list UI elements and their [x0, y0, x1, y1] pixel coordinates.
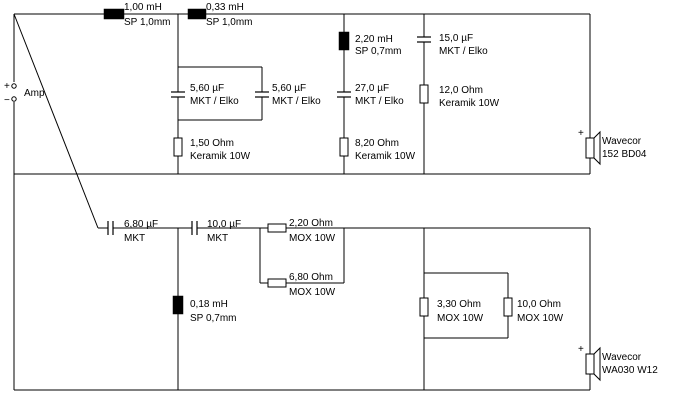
amp-minus-sign: − [4, 95, 10, 106]
inductor-l2[interactable] [187, 8, 207, 20]
c3-type: MKT / Elko [355, 96, 404, 107]
woofer-r4-type: MOX 10W [517, 313, 564, 324]
r1-value: 1,50 Ohm [190, 138, 234, 149]
resistor-r3[interactable] [419, 84, 429, 104]
l1-value: 1,00 mH [124, 2, 162, 13]
resistor-woofer-r4[interactable] [503, 297, 513, 317]
woofer-r1-type: MOX 10W [289, 233, 336, 244]
amp-minus-terminal[interactable] [11, 96, 17, 102]
woofer-c2-type: MKT [207, 233, 228, 244]
resistor-woofer-r3[interactable] [419, 297, 429, 317]
woofer-r4-value: 10,0 Ohm [517, 299, 561, 310]
inductor-l1[interactable] [103, 8, 125, 20]
c4-value: 15,0 µF [439, 33, 473, 44]
woofer-c2-value: 10,0 µF [207, 219, 241, 230]
woofer-c1-value: 6,80 µF [124, 219, 158, 230]
l2-type: SP 1,0mm [206, 17, 253, 28]
resistor-woofer-r2[interactable] [267, 278, 287, 288]
c2-value: 5,60 µF [272, 83, 306, 94]
woofer-r2-type: MOX 10W [289, 287, 336, 298]
r1-type: Keramik 10W [190, 151, 251, 162]
amp-label: Amp [24, 88, 45, 99]
woofer-section: 6,80 µF MKT 10,0 µF MKT 2,20 Ohm MOX 10W… [13, 13, 658, 391]
resistor-r2[interactable] [339, 137, 349, 157]
c1-type: MKT / Elko [190, 96, 239, 107]
r2-value: 8,20 Ohm [355, 138, 399, 149]
inductor-woofer-l1[interactable] [172, 295, 184, 315]
woofer-model: WA030 W12 [602, 365, 658, 376]
woofer-l1-value: 0,18 mH [190, 299, 228, 310]
c3-value: 27,0 µF [355, 83, 389, 94]
woofer-brand: Wavecor [602, 352, 642, 363]
woofer-plus-sign: + [578, 344, 584, 355]
speaker-icon-woofer [585, 346, 601, 382]
l3-type: SP 0,7mm [355, 46, 402, 57]
r2-type: Keramik 10W [355, 151, 416, 162]
woofer-r1-value: 2,20 Ohm [289, 218, 333, 229]
resistor-r1[interactable] [173, 137, 183, 157]
l3-value: 2,20 mH [355, 34, 393, 45]
amp-input: + − Amp [4, 14, 45, 390]
r3-value: 12,0 Ohm [439, 85, 483, 96]
woofer-l1-type: SP 0,7mm [190, 313, 237, 324]
tweeter-brand: Wavecor [602, 136, 642, 147]
tweeter-plus-sign: + [578, 128, 584, 139]
woofer-r2-value: 6,80 Ohm [289, 272, 333, 283]
c1-value: 5,60 µF [190, 83, 224, 94]
r3-type: Keramik 10W [439, 98, 500, 109]
l2-value: 0,33 mH [206, 2, 244, 13]
woofer-r3-type: MOX 10W [437, 313, 484, 324]
amp-plus-terminal[interactable] [11, 83, 17, 89]
tweeter-section: 1,00 mH SP 1,0mm 0,33 mH SP 1,0mm 5,60 µ… [14, 2, 647, 175]
amp-plus-sign: + [4, 81, 10, 92]
woofer-r3-value: 3,30 Ohm [437, 299, 481, 310]
l1-type: SP 1,0mm [124, 17, 171, 28]
resistor-woofer-r1[interactable] [267, 223, 287, 233]
tweeter-model: 152 BD04 [602, 149, 647, 160]
speaker-icon-tweeter [585, 130, 601, 166]
inductor-l3[interactable] [338, 31, 350, 51]
c4-type: MKT / Elko [439, 46, 488, 57]
c2-type: MKT / Elko [272, 96, 321, 107]
woofer-c1-type: MKT [124, 233, 145, 244]
